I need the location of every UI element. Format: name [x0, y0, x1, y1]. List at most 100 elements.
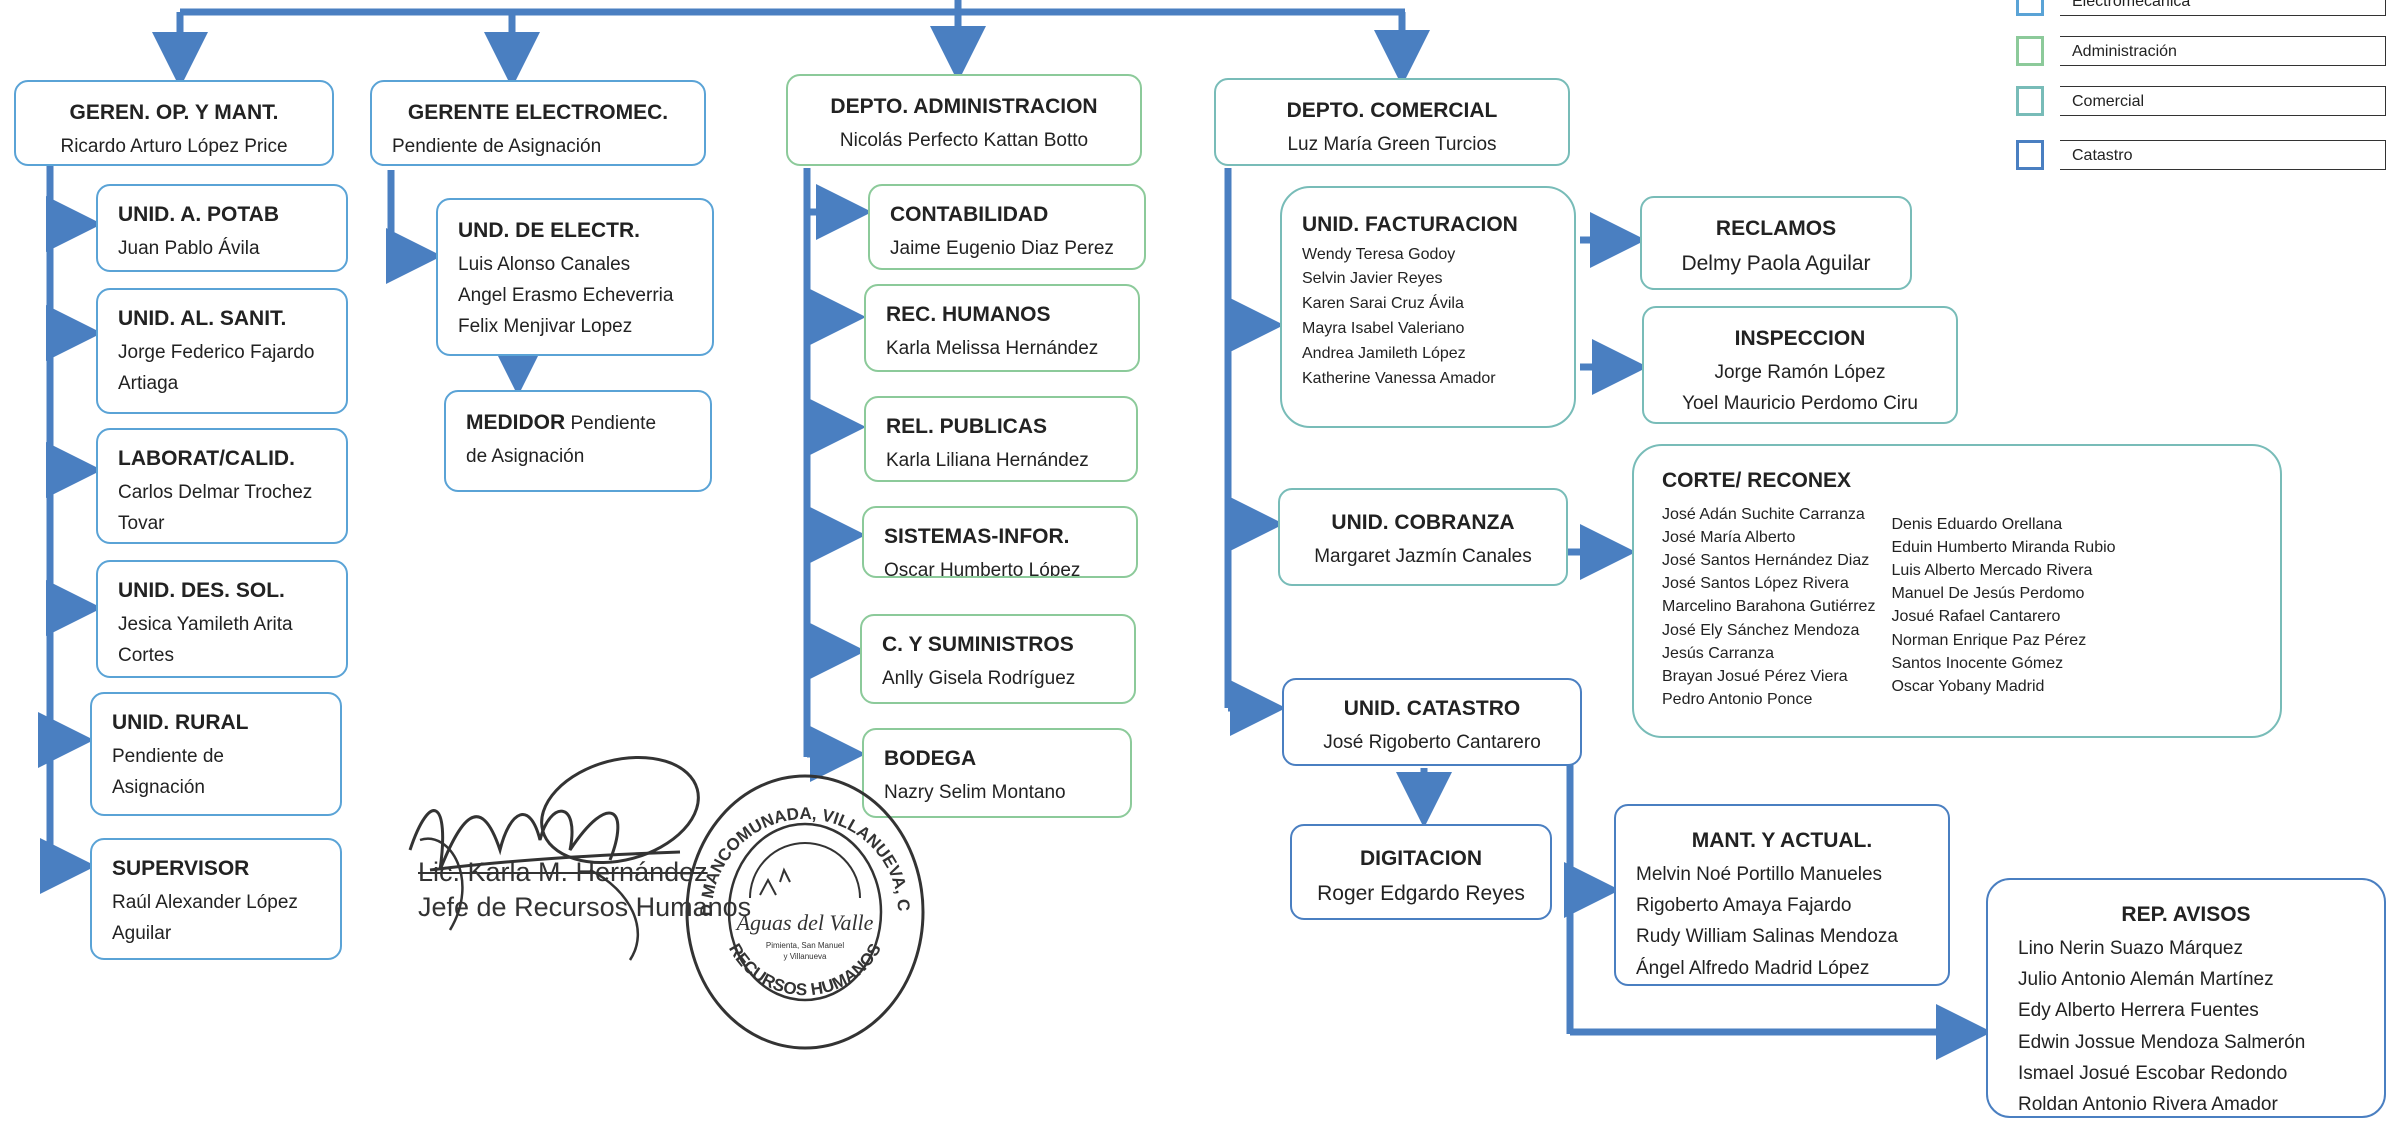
- node-person: Roger Edgardo Reyes: [1317, 881, 1525, 905]
- node-person: Santos Inocente Gómez: [1891, 654, 2064, 672]
- node-title: UND. DE ELECTR.: [458, 219, 641, 242]
- node-person: Tovar: [118, 512, 165, 534]
- node-person: Jesica Yamileth Arita: [118, 613, 293, 635]
- official-seal: UNIDAD MANCOMUNADA, VILLANUEVA, CORTES R…: [680, 770, 925, 1050]
- legend-swatch: [2016, 0, 2044, 16]
- node-person: Julio Antonio Alemán Martínez: [2018, 968, 2274, 990]
- node-person: Selvin Javier Reyes: [1302, 270, 1443, 288]
- node-contabilidad: CONTABILIDAD Jaime Eugenio Diaz Perez: [868, 184, 1146, 270]
- seal-sub-text: y Villanueva: [784, 952, 828, 961]
- legend-swatch: [2016, 36, 2044, 66]
- node-mant-actual: MANT. Y ACTUAL. Melvin Noé Portillo Manu…: [1614, 804, 1950, 986]
- node-person: Felix Menjivar Lopez: [458, 316, 633, 338]
- node-person: Karen Sarai Cruz Ávila: [1302, 295, 1464, 313]
- node-title: UNID. CATASTRO: [1343, 697, 1521, 720]
- node-title: UNID. FACTURACION: [1302, 213, 1518, 236]
- node-title: DIGITACION: [1359, 847, 1483, 870]
- node-person: José Adán Suchite Carranza: [1662, 505, 1865, 523]
- node-person: Jorge Federico Fajardo: [118, 341, 315, 363]
- node-inspeccion: INSPECCION Jorge Ramón López Yoel Mauric…: [1642, 306, 1958, 424]
- node-medidor: MEDIDOR Pendiente de Asignación: [444, 390, 712, 492]
- node-supervisor: SUPERVISOR Raúl Alexander López Aguilar: [90, 838, 342, 960]
- node-person: Oscar Yobany Madrid: [1891, 677, 2045, 695]
- handwritten-signature: [408, 755, 700, 961]
- signer-name: Lic. Karla M. Hernández: [418, 857, 708, 887]
- legend-item: Comercial: [2016, 86, 2386, 120]
- node-title: DEPTO. COMERCIAL: [1286, 99, 1498, 122]
- signature-block: Lic. Karla M. Hernández Jefe de Recursos…: [418, 855, 751, 925]
- node-unid-sanit: UNID. AL. SANIT. Jorge Federico Fajardo …: [96, 288, 348, 414]
- node-person: Karla Liliana Hernández: [886, 449, 1089, 471]
- node-person: Edwin Jossue Mendoza Salmerón: [2018, 1031, 2306, 1053]
- node-person: Carlos Delmar Trochez: [118, 481, 313, 503]
- node-person: Anlly Gisela Rodríguez: [882, 667, 1076, 689]
- node-person: Katherine Vanessa Amador: [1302, 369, 1496, 387]
- node-person: Raúl Alexander López: [112, 891, 298, 913]
- node-title: GEREN. OP. Y MANT.: [69, 101, 279, 124]
- node-title: RECLAMOS: [1715, 217, 1837, 240]
- node-title: UNID. DES. SOL.: [118, 579, 285, 602]
- legend-item: Administración: [2016, 36, 2386, 70]
- node-person: Pedro Antonio Ponce: [1662, 691, 1813, 709]
- legend-swatch: [2016, 86, 2044, 116]
- node-person: Jaime Eugenio Diaz Perez: [890, 237, 1114, 259]
- node-person: Ángel Alfredo Madrid López: [1636, 957, 1870, 979]
- node-person: Luz María Green Turcios: [1287, 133, 1497, 155]
- node-corte-reconex: CORTE/ RECONEX José Adán Suchite Carranz…: [1632, 444, 2282, 738]
- node-person: Roldan Antonio Rivera Amador: [2018, 1094, 2278, 1116]
- node-title: MANT. Y ACTUAL.: [1691, 829, 1873, 852]
- node-title: REP. AVISOS: [2121, 903, 2251, 926]
- node-unid-potab: UNID. A. POTAB Juan Pablo Ávila: [96, 184, 348, 272]
- node-person: Pendiente: [570, 413, 657, 434]
- node-title: INSPECCION: [1734, 327, 1866, 350]
- node-suministros: C. Y SUMINISTROS Anlly Gisela Rodríguez: [860, 614, 1136, 704]
- node-person: Pendiente de Asignación: [392, 135, 602, 157]
- legend-swatch: [2016, 140, 2044, 170]
- node-bodega: BODEGA Nazry Selim Montano: [862, 728, 1132, 818]
- node-person: Andrea Jamileth López: [1302, 344, 1466, 362]
- legend-label: Comercial: [2060, 86, 2386, 116]
- node-person: Asignación: [112, 776, 205, 798]
- node-person: Jesús Carranza: [1662, 644, 1775, 662]
- node-person: de Asignación: [466, 445, 585, 467]
- node-depto-comercial: DEPTO. COMERCIAL Luz María Green Turcios: [1214, 78, 1570, 166]
- node-person: Mayra Isabel Valeriano: [1302, 320, 1465, 338]
- node-person: Artiaga: [118, 372, 179, 394]
- node-person: Nicolás Perfecto Kattan Botto: [839, 129, 1089, 151]
- node-person: Eduin Humberto Miranda Rubio: [1891, 538, 2116, 556]
- node-person: José Ely Sánchez Mendoza: [1662, 621, 1860, 639]
- node-title: REL. PUBLICAS: [886, 415, 1048, 438]
- corte-column-1: José Adán Suchite Carranza José María Al…: [1662, 503, 1875, 712]
- node-person: Pendiente de: [112, 745, 224, 767]
- node-person: José Rigoberto Cantarero: [1323, 731, 1541, 753]
- node-person: Juan Pablo Ávila: [118, 237, 260, 259]
- node-person: Rudy William Salinas Mendoza: [1636, 926, 1898, 948]
- node-title: SUPERVISOR: [112, 857, 250, 880]
- node-sistemas: SISTEMAS-INFOR. Oscar Humberto López: [862, 506, 1138, 578]
- node-person: Denis Eduardo Orellana: [1891, 515, 2063, 533]
- legend-label: Electromecánica: [2060, 0, 2386, 16]
- node-reclamos: RECLAMOS Delmy Paola Aguilar: [1640, 196, 1912, 290]
- legend-item: Catastro: [2016, 140, 2386, 174]
- node-unid-des-sol: UNID. DES. SOL. Jesica Yamileth Arita Co…: [96, 560, 348, 678]
- legend-label: Catastro: [2060, 140, 2386, 170]
- node-person: Jorge Ramón López: [1714, 361, 1886, 383]
- node-person: Margaret Jazmín Canales: [1314, 545, 1532, 567]
- node-cobranza: UNID. COBRANZA Margaret Jazmín Canales: [1278, 488, 1568, 586]
- node-title: CORTE/ RECONEX: [1662, 469, 1852, 492]
- node-facturacion: UNID. FACTURACION Wendy Teresa Godoy Sel…: [1280, 186, 1576, 428]
- node-gerencia-op: GEREN. OP. Y MANT. Ricardo Arturo López …: [14, 80, 334, 166]
- node-person: Melvin Noé Portillo Manueles: [1636, 863, 1883, 885]
- node-title: SISTEMAS-INFOR.: [884, 525, 1070, 548]
- node-person: Nazry Selim Montano: [884, 781, 1066, 803]
- node-person: Wendy Teresa Godoy: [1302, 245, 1456, 263]
- node-person: Karla Melissa Hernández: [886, 337, 1099, 359]
- node-title: UNID. AL. SANIT.: [118, 307, 287, 330]
- node-person: Angel Erasmo Echeverria: [458, 284, 674, 306]
- node-person: José Santos Hernández Diaz: [1662, 552, 1870, 570]
- node-person: Delmy Paola Aguilar: [1681, 251, 1871, 275]
- node-person: Aguilar: [112, 922, 172, 944]
- node-person: Ricardo Arturo López Price: [60, 135, 288, 157]
- node-person: Cortes: [118, 644, 174, 666]
